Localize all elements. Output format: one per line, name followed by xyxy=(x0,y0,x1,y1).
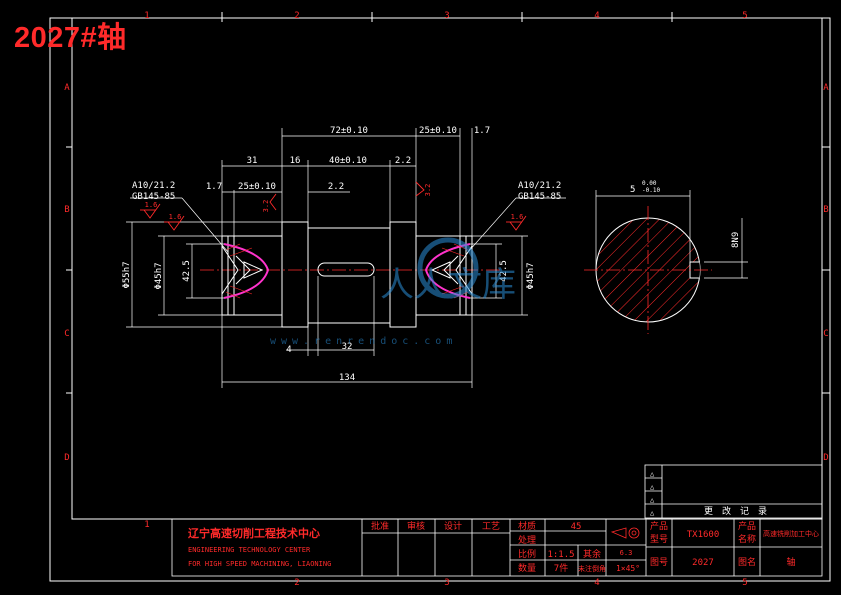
row-letter-right-b: B xyxy=(823,205,828,215)
roughness-label-1: 1.6 xyxy=(145,201,158,209)
dim-42-5-right: 42.5 xyxy=(499,260,509,282)
product-name-label-1: 产品 xyxy=(738,520,756,532)
sig-label-approve: 批准 xyxy=(371,520,389,532)
right-label-a10: A10/21.2 xyxy=(518,181,561,191)
roughness-label-4: 3.2 xyxy=(262,200,270,213)
quantity-value: 7件 xyxy=(554,562,568,574)
row-letter-right-a: A xyxy=(823,83,829,93)
dim-40: 40±0.10 xyxy=(329,156,367,166)
zone-ticks-top xyxy=(221,12,673,22)
col-number-bottom-1: 1 xyxy=(144,520,149,530)
dim-4: 4 xyxy=(286,345,291,355)
col-number-top-4: 4 xyxy=(594,11,599,21)
zone-ticks-side xyxy=(66,146,830,394)
left-label-a10: A10/21.2 xyxy=(132,181,175,191)
left-label-gb145: GB145-85 xyxy=(132,192,175,202)
org-name-cn: 辽宁高速切削工程技术中心 xyxy=(188,526,320,540)
dim-dia-45-left: Φ45h7 xyxy=(154,262,164,289)
sig-label-process: 工艺 xyxy=(482,521,500,532)
page-title: 2027#轴 xyxy=(14,22,127,54)
row-letter-left-c: C xyxy=(64,329,69,339)
row-letter-left-b: B xyxy=(64,205,69,215)
dim-31: 31 xyxy=(247,156,258,166)
material-value: 45 xyxy=(571,522,582,532)
scale-value: 1:1.5 xyxy=(547,550,574,560)
sig-label-review: 审核 xyxy=(407,520,425,532)
col-number-top-2: 2 xyxy=(294,11,299,21)
title-block-grid xyxy=(171,518,823,577)
projection-symbol-icon xyxy=(610,527,640,539)
other-label: 其余 xyxy=(583,548,601,560)
org-name-en-2: FOR HIGH SPEED MACHINING, LIAONING xyxy=(188,560,331,568)
dim-16: 16 xyxy=(290,156,301,166)
dim-dia-55: Φ55h7 xyxy=(122,261,132,288)
dim-25-small: 25±0.10 xyxy=(238,182,276,192)
dim-25-top: 25±0.10 xyxy=(419,126,457,136)
cross-section-view xyxy=(584,190,748,334)
section-dim-8n9: 8N9 xyxy=(731,232,741,248)
col-number-bottom-5: 5 xyxy=(742,578,747,588)
revision-table xyxy=(644,464,823,519)
quantity-label: 数量 xyxy=(518,562,536,574)
section-tol-lower: -0.10 xyxy=(642,187,660,194)
right-label-gb145: GB145-85 xyxy=(518,192,561,202)
product-model-value: TX1600 xyxy=(687,530,720,540)
watermark-url: www.renrendoc.com xyxy=(270,336,457,347)
dim-1-7-top: 1.7 xyxy=(474,126,490,136)
rev-flag-1: △ xyxy=(650,470,655,478)
section-dim-5: 5 xyxy=(630,185,635,195)
dim-42-5-left: 42.5 xyxy=(182,260,192,282)
dim-dia-45-right: Φ45h7 xyxy=(526,262,536,289)
dim-72: 72±0.10 xyxy=(330,126,368,136)
product-model-label-1: 产品 xyxy=(650,520,668,532)
part-name-label: 图名 xyxy=(738,556,756,568)
col-number-bottom-4: 4 xyxy=(594,578,599,588)
col-number-top-5: 5 xyxy=(742,11,747,21)
product-name-label-2: 名称 xyxy=(738,533,756,545)
section-tol-upper: 0.00 xyxy=(642,180,657,187)
rev-flag-4: △ xyxy=(650,509,655,517)
roughness-symbols xyxy=(140,181,527,231)
dim-32: 32 xyxy=(342,342,353,352)
product-model-label-2: 型号 xyxy=(650,534,668,545)
dim-2-2-small: 2.2 xyxy=(328,182,344,192)
part-name-value: 轴 xyxy=(786,556,795,568)
row-letter-right-d: D xyxy=(823,453,828,463)
col-number-top-1: 1 xyxy=(144,11,149,21)
rev-flag-2: △ xyxy=(650,483,655,491)
watermark: 人人文库 www.renrendoc.com xyxy=(270,237,516,347)
dimension-lines xyxy=(126,128,566,388)
sig-label-design: 设计 xyxy=(444,520,462,532)
org-name-en-1: ENGINEERING TECHNOLOGY CENTER xyxy=(188,546,311,554)
row-letter-right-c: C xyxy=(823,329,828,339)
drawing-no-label: 图号 xyxy=(650,557,668,568)
material-label: 材质 xyxy=(518,520,536,532)
chamfer-label: 未注倒角 xyxy=(578,564,606,573)
left-center-hole xyxy=(221,243,270,299)
watermark-logo-text: 人人文库 xyxy=(380,265,516,305)
row-letter-left-a: A xyxy=(64,83,70,93)
rev-flag-3: △ xyxy=(650,496,655,504)
dim-2-2-mid: 2.2 xyxy=(395,156,411,166)
col-number-bottom-2: 2 xyxy=(294,578,299,588)
roughness-label-3: 1.6 xyxy=(511,213,524,221)
heat-treatment-label: 处理 xyxy=(518,534,536,546)
col-number-bottom-3: 3 xyxy=(444,578,449,588)
col-number-top-3: 3 xyxy=(444,11,449,21)
product-name-value: 高速铣削加工中心 xyxy=(763,529,819,538)
other-value: 6.3 xyxy=(620,549,633,557)
dim-1-7-small: 1.7 xyxy=(206,182,222,192)
revision-label: 更改记录 xyxy=(704,505,776,517)
scale-label: 比例 xyxy=(518,548,536,560)
dim-134: 134 xyxy=(339,373,355,383)
roughness-label-2: 1.6 xyxy=(169,213,182,221)
row-letter-left-d: D xyxy=(64,453,69,463)
roughness-label-5: 3.2 xyxy=(424,184,432,197)
drawing-no-value: 2027 xyxy=(692,558,714,568)
chamfer-value: 1×45° xyxy=(616,564,640,573)
